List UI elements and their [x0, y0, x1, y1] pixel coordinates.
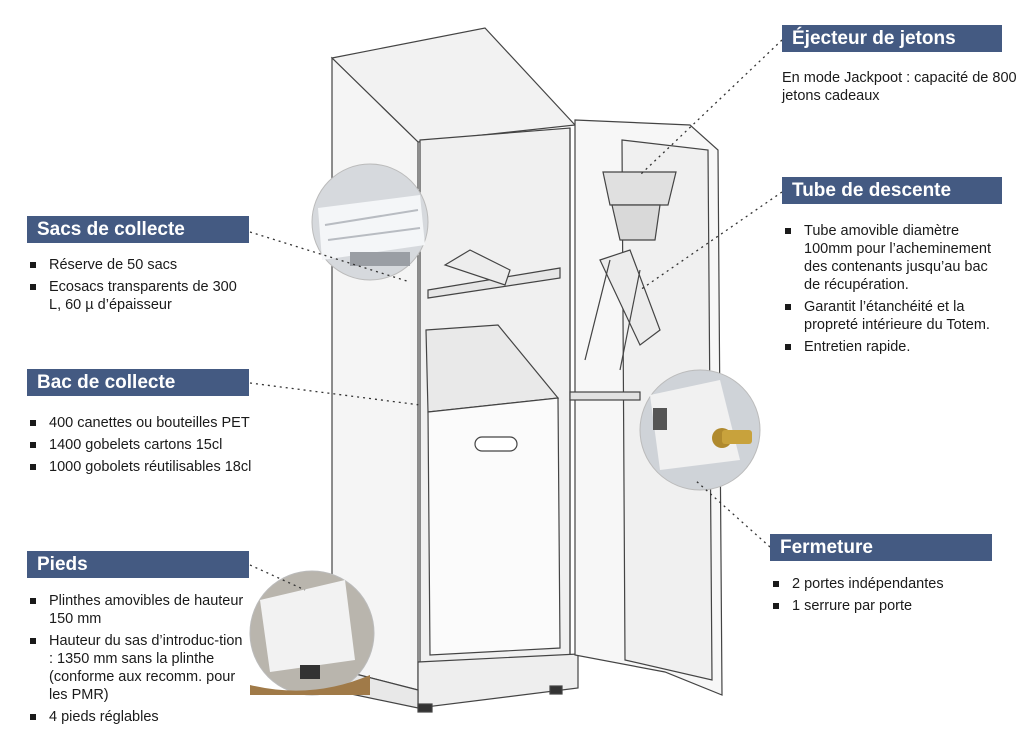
section-body-tube: Tube amovible diamètre 100mm pour l’ache… — [782, 222, 1004, 360]
list-item: Plinthes amovibles de hauteur 150 mm — [27, 592, 249, 628]
list-item: 1000 gobolets réutilisables 18cl — [27, 458, 255, 476]
section-body-pieds: Plinthes amovibles de hauteur 150 mm Hau… — [27, 592, 249, 730]
list-item: 1400 gobelets cartons 15cl — [27, 436, 255, 454]
list-item: Entretien rapide. — [782, 338, 1004, 356]
section-header-tube: Tube de descente — [782, 177, 1002, 204]
section-header-pieds: Pieds — [27, 551, 249, 578]
list-item: Ecosacs transparents de 300 L, 60 µ d’ép… — [27, 278, 252, 314]
foot-detail-photo — [249, 570, 375, 696]
leader-lines — [249, 39, 783, 591]
lock-detail-photo — [639, 369, 761, 491]
list-item: 4 pieds réglables — [27, 708, 249, 726]
ejecteur-text: En mode Jackpoot : capacité de 800 jeton… — [782, 70, 1017, 104]
list-item: Garantit l’étanchéité et la propreté int… — [782, 298, 1004, 334]
section-header-fermeture: Fermeture — [770, 534, 992, 561]
cabinet-drawing — [330, 27, 723, 713]
section-body-fermeture: 2 portes indépendantes 1 serrure par por… — [770, 575, 1005, 619]
section-header-ejecteur: Éjecteur de jetons — [782, 25, 1002, 52]
list-item: 1 serrure par porte — [770, 597, 1005, 615]
section-body-bac: 400 canettes ou bouteilles PET 1400 gobe… — [27, 414, 255, 480]
section-header-sacs: Sacs de collecte — [27, 216, 249, 243]
section-header-bac: Bac de collecte — [27, 369, 249, 396]
section-body-ejecteur: En mode Jackpoot : capacité de 800 jeton… — [782, 69, 1017, 105]
list-item: Hauteur du sas d’introduc-tion : 1350 mm… — [27, 632, 249, 704]
list-item: 2 portes indépendantes — [770, 575, 1005, 593]
list-item: Tube amovible diamètre 100mm pour l’ache… — [782, 222, 1004, 294]
list-item: Réserve de 50 sacs — [27, 256, 252, 274]
section-body-sacs: Réserve de 50 sacs Ecosacs transparents … — [27, 256, 252, 318]
list-item: 400 canettes ou bouteilles PET — [27, 414, 255, 432]
bags-detail-photo — [311, 163, 429, 281]
